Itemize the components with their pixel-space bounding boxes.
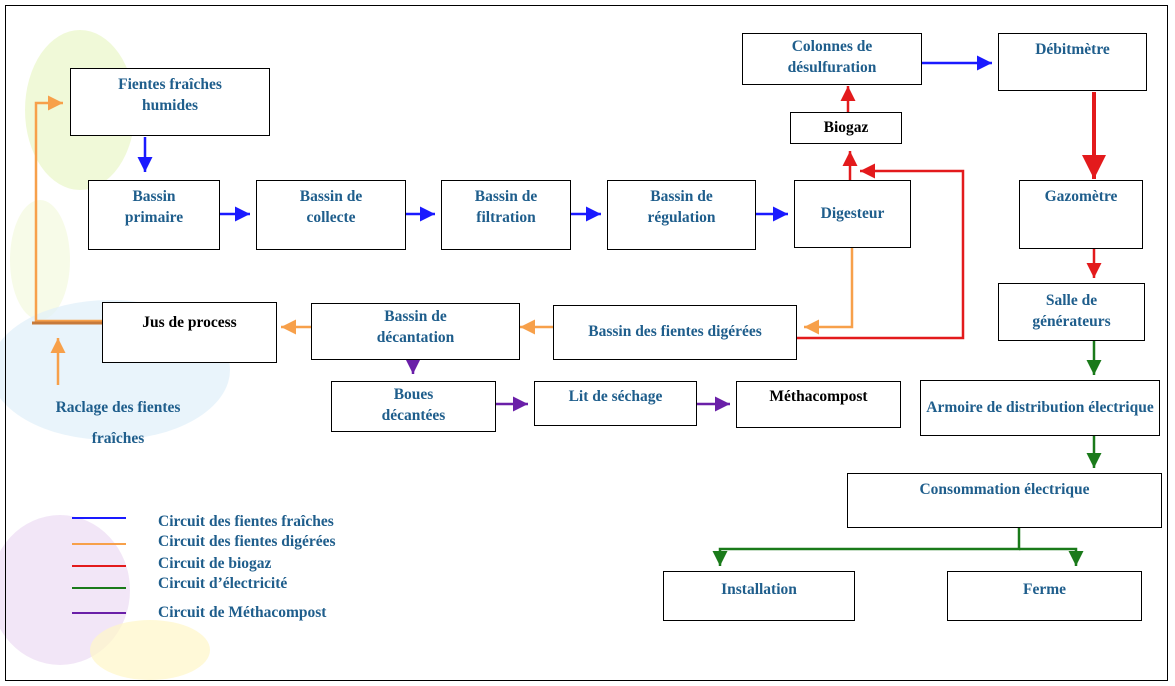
legend-swatch — [72, 612, 126, 614]
node-gazometre-label: Gazomètre — [1044, 188, 1118, 205]
legend-item-biogas: Circuit de biogaz — [72, 555, 452, 585]
node-bassin-collecte: Bassin de collecte — [256, 180, 406, 250]
node-consommation-label: Consommation électrique — [919, 481, 1090, 498]
node-ferme-label: Ferme — [1022, 581, 1067, 598]
legend-label: Circuit de Méthacompost — [158, 604, 327, 621]
node-armoire-label: Armoire de distribution électrique — [926, 398, 1154, 416]
node-digesteur: Digesteur — [794, 180, 911, 248]
legend-item-electricity: Circuit d’électricité — [72, 575, 452, 607]
node-bassin-collecte-label: Bassin de collecte — [299, 188, 363, 226]
node-digesteur-label: Digesteur — [820, 204, 885, 222]
node-bassin-regulation-label: Bassin de régulation — [647, 188, 716, 226]
node-colonnes-label: Colonnes de désulfuration — [787, 38, 877, 76]
node-lit-sechage: Lit de séchage — [534, 381, 697, 426]
node-bassin-decantation-label: Bassin de décantation — [376, 308, 455, 346]
legend-swatch — [72, 587, 126, 589]
legend-item-fresh: Circuit des fientes fraîches — [72, 513, 452, 537]
node-bassin-fientes-digerees-label: Bassin des fientes digérées — [588, 323, 762, 341]
node-ferme: Ferme — [947, 571, 1142, 621]
legend-label: Circuit d’électricité — [158, 575, 288, 592]
node-fientes-fraiches-label: Fientes fraîches humides — [118, 76, 222, 114]
node-biogaz-label: Biogaz — [823, 118, 869, 136]
electricity-circuit-lines — [712, 341, 1102, 566]
methacompost-circuit-lines — [405, 359, 730, 412]
node-methacompost-label: Méthacompost — [769, 388, 868, 405]
node-boues-decantees: Boues décantées — [331, 381, 496, 432]
legend-swatch — [72, 517, 126, 519]
legend-label: Circuit des fientes digérées — [158, 533, 336, 550]
raclage-text: Raclage des fientes fraîches — [55, 399, 181, 447]
node-debitmetre: Débitmètre — [998, 33, 1147, 91]
node-biogaz: Biogaz — [790, 112, 902, 144]
node-bassin-filtration: Bassin de filtration — [441, 180, 571, 250]
node-salle-generateurs: Salle de générateurs — [998, 283, 1145, 341]
fresh-circuit-lines — [137, 55, 992, 222]
node-consommation: Consommation électrique — [847, 473, 1162, 528]
node-colonnes-desulfuration: Colonnes de désulfuration — [742, 33, 922, 85]
node-bassin-fientes-digerees: Bassin des fientes digérées — [553, 305, 797, 360]
legend-label: Circuit de biogaz — [158, 555, 272, 572]
node-bassin-primaire-label: Bassin primaire — [124, 188, 184, 226]
node-armoire: Armoire de distribution électrique — [920, 380, 1160, 436]
node-bassin-decantation: Bassin de décantation — [311, 303, 520, 360]
node-gazometre: Gazomètre — [1019, 180, 1143, 249]
node-installation: Installation — [663, 571, 855, 621]
legend-item-digested: Circuit des fientes digérées — [72, 533, 452, 563]
node-jus-process-label: Jus de process — [142, 314, 237, 331]
node-boues-label: Boues décantées — [381, 386, 446, 424]
node-lit-sechage-label: Lit de séchage — [568, 388, 663, 405]
node-salle-generateurs-label: Salle de générateurs — [1032, 292, 1111, 330]
node-bassin-filtration-label: Bassin de filtration — [474, 188, 538, 226]
node-bassin-regulation: Bassin de régulation — [607, 180, 756, 250]
digested-circuit-lines — [34, 95, 854, 385]
node-jus-process: Jus de process — [102, 302, 277, 363]
biogas-circuit-lines — [797, 86, 1106, 340]
legend-swatch — [72, 565, 126, 567]
legend-swatch — [72, 543, 126, 545]
legend-label: Circuit des fientes fraîches — [158, 513, 334, 530]
diagram-frame — [5, 5, 1168, 681]
raclage-label: Raclage des fientes fraîches — [18, 392, 218, 454]
node-bassin-primaire: Bassin primaire — [88, 180, 220, 250]
node-methacompost: Méthacompost — [736, 381, 901, 428]
legend-item-methacompost: Circuit de Méthacompost — [72, 604, 452, 632]
node-fientes-fraiches: Fientes fraîches humides — [70, 68, 270, 136]
node-debitmetre-label: Débitmètre — [1035, 41, 1110, 58]
node-installation-label: Installation — [721, 581, 797, 598]
